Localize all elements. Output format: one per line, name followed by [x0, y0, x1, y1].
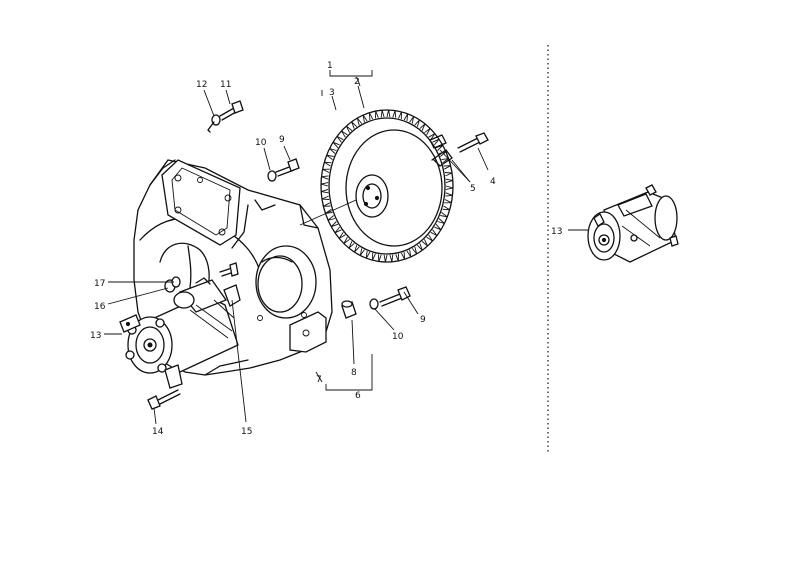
gear-tooth [442, 205, 450, 211]
callout-4: 4 [490, 177, 496, 187]
gear-tooth [435, 144, 444, 151]
gear-tooth [338, 232, 346, 239]
gear-tooth [403, 113, 409, 122]
callout-13-left: 13 [90, 331, 101, 341]
gear-tooth [368, 112, 374, 121]
bolt-4 [457, 132, 489, 153]
dowel-8 [341, 300, 357, 319]
gear-tooth [321, 195, 330, 200]
bolt-11-washer-12 [207, 100, 244, 133]
gear-tooth [440, 212, 448, 218]
gear-tooth [327, 215, 336, 221]
gear-tooth [445, 178, 453, 184]
callout-9-upper: 9 [279, 135, 285, 145]
gear-tooth [400, 251, 406, 260]
flywheel-ring-gear [320, 109, 454, 263]
gear-tooth [386, 109, 391, 118]
callout-5: 5 [470, 184, 476, 194]
gear-tooth [421, 239, 429, 247]
callout-16: 16 [94, 302, 106, 312]
callout-11: 11 [220, 80, 231, 90]
gear-tooth [445, 192, 453, 197]
gear-tooth [320, 182, 329, 187]
callout-10-upper: 10 [255, 138, 267, 148]
gear-tooth [322, 168, 330, 173]
gear-tooth [395, 253, 399, 262]
gear-tooth [383, 254, 388, 263]
callout-13-right: 13 [551, 227, 562, 237]
gear-tooth [334, 226, 342, 234]
gear-tooth [416, 243, 423, 251]
stud-15 [219, 262, 239, 277]
gear-tooth [343, 236, 350, 244]
gear-tooth [351, 121, 358, 129]
callout-15: 15 [241, 427, 252, 437]
gear-tooth [409, 116, 415, 124]
gear-tooth [377, 254, 382, 262]
gear-tooth [444, 172, 453, 177]
gear-tooth [437, 218, 445, 224]
gear-tooth [432, 138, 440, 146]
gear-tooth [428, 133, 436, 140]
alternate-starter-motor [587, 184, 679, 263]
leader-hub-to-housing [299, 199, 357, 226]
gear-tooth [398, 111, 402, 120]
gear-tooth [406, 249, 412, 258]
gear-tooth [426, 234, 433, 242]
gear-tooth [414, 119, 420, 127]
gear-tooth [321, 175, 329, 180]
gear-tooth [330, 221, 339, 228]
gear-tooth [356, 117, 363, 126]
gear-tooth [372, 252, 376, 261]
gear-tooth [359, 248, 365, 256]
gear-tooth [348, 241, 355, 249]
gear-tooth [411, 246, 418, 255]
gear-tooth [354, 245, 360, 253]
gear-tooth [336, 136, 344, 143]
gear-tooth [434, 224, 442, 231]
callout-1: 1 [327, 61, 333, 71]
gear-tooth [392, 110, 397, 118]
nut-16-washer-17 [164, 276, 181, 293]
callout-leaders [104, 70, 594, 425]
gear-tooth [326, 154, 334, 160]
flywheel-dowels [429, 134, 453, 167]
gear-tooth [389, 254, 394, 262]
gear-tooth [380, 110, 385, 118]
callout-14: 14 [152, 427, 164, 437]
gear-tooth [419, 123, 426, 131]
gear-tooth [362, 114, 368, 123]
bolt-14 [147, 389, 181, 410]
callout-2: 2 [354, 77, 360, 87]
callout-7: 7 [316, 375, 322, 385]
gear-tooth [329, 148, 337, 154]
bolt-9-upper [267, 158, 300, 182]
gear-tooth [321, 188, 329, 194]
gear-tooth [323, 202, 331, 207]
gear-tooth [443, 165, 451, 170]
gear-tooth [375, 110, 379, 119]
gear-tooth [445, 185, 454, 190]
gear-tooth [345, 125, 353, 133]
gear-tooth [365, 250, 371, 259]
bolt-9-lower [369, 286, 411, 310]
callout-12: 12 [196, 80, 207, 90]
gear-tooth [424, 128, 431, 136]
gear-tooth [444, 199, 452, 204]
callout-9-lower: 9 [420, 315, 426, 325]
callout-3: 3 [329, 88, 335, 98]
callout-8: 8 [351, 368, 357, 378]
gear-tooth [332, 141, 340, 148]
gear-tooth [341, 130, 348, 138]
callout-6: 6 [355, 391, 361, 401]
callout-17: 17 [94, 279, 105, 289]
callout-10-lower: 10 [392, 332, 404, 342]
gear-tooth [430, 229, 438, 236]
starter-motor [119, 277, 241, 389]
callout-labels: 1 2 3 4 5 6 7 8 9 9 10 10 11 12 13 13 14… [90, 61, 562, 437]
gear-tooth [324, 161, 332, 167]
